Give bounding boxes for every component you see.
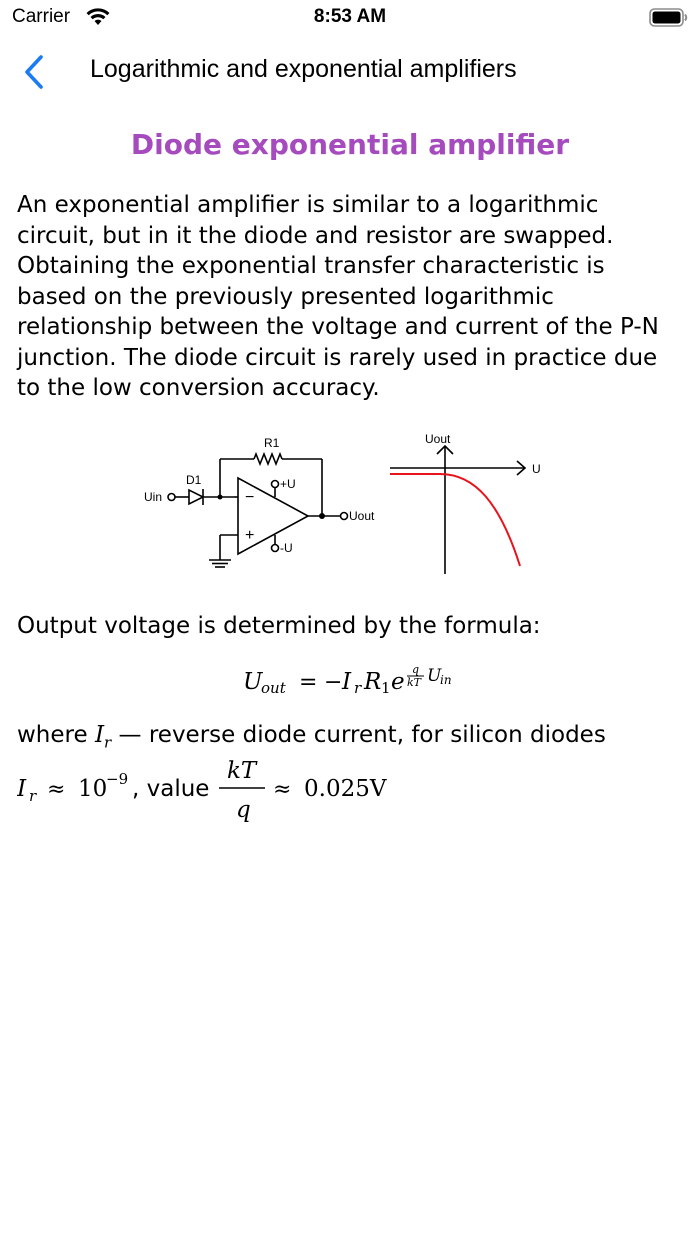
navigation-bar: Logarithmic and exponential amplifiers [0, 36, 700, 108]
where-prefix: where [17, 722, 95, 748]
exponential-amplifier-diagram: R1 D1 Uin +U -U Uout − + Uout Uin [144, 432, 540, 574]
r1-label: R1 [264, 436, 280, 450]
intro-line: junction. The diode circuit is rarely us… [17, 344, 658, 371]
plus-supply-terminal [270, 479, 280, 489]
formula-frac-num: q [412, 663, 419, 676]
where-suffix: — reverse diode current, for silicon dio… [111, 722, 606, 748]
formula-r: R [363, 669, 381, 695]
formula-intro-text: Output voltage is determined by the form… [17, 613, 541, 639]
formula-u: U [243, 669, 264, 695]
graph-y-axis-label: Uout [425, 432, 451, 446]
formula-i-sub: r [354, 679, 362, 697]
value-comma-text: , value [132, 776, 209, 802]
value-frac-num: kT [227, 758, 258, 784]
intro-line: Obtaining the exponential transfer chara… [17, 253, 605, 279]
where-i-sub: r [104, 733, 112, 752]
value-i: I [17, 776, 27, 802]
uin-terminal [167, 492, 176, 502]
formula-e: e [391, 669, 405, 695]
exponential-curve [390, 473, 521, 567]
intro-line: relationship between the voltage and cur… [17, 314, 659, 340]
intro-line: An exponential amplifier is similar to a… [17, 192, 599, 218]
uout-terminal [339, 511, 349, 521]
formula-exp-sub: in [440, 673, 452, 687]
intro-line: to the low conversion accuracy. [17, 375, 380, 401]
intro-paragraph: An exponential amplifier is similar to a… [17, 190, 687, 404]
formula-r-sub: 1 [381, 679, 391, 697]
inverting-input-sign: − [245, 489, 254, 506]
value-approx-1: ≈ [47, 777, 65, 802]
where-line: where Ir — reverse diode current, for si… [17, 722, 606, 752]
status-time: 8:53 AM [313, 6, 387, 27]
value-frac-den: q [236, 797, 251, 823]
uout-label: Uout [349, 509, 375, 523]
formula-u-sub: out [261, 679, 287, 697]
carrier-label: Carrier [12, 6, 71, 27]
formula-i: I [341, 669, 352, 695]
chevron-left-icon [25, 55, 43, 89]
value-i-sub: r [29, 787, 37, 805]
value-ten: 10 [78, 776, 107, 802]
plus-supply-label: +U [280, 477, 296, 491]
intro-line: based on the previously presented logari… [17, 283, 554, 310]
minus-supply-terminal [270, 543, 280, 553]
formula-frac-den: kT [407, 676, 423, 689]
battery-icon [649, 8, 689, 32]
status-bar: Carrier 8:53 AM [0, 0, 700, 36]
formula-uout: U out = − I r R 1 e q kT U in [243, 663, 452, 697]
formula-exp-u: U [427, 666, 442, 686]
ground-symbol [209, 559, 231, 568]
value-result: 0.025V [304, 776, 387, 802]
uin-label: Uin [144, 490, 162, 504]
value-formula: I r ≈ 10 −9 , value kT q ≈ 0.025V [17, 758, 387, 823]
section-title: Diode exponential amplifier [130, 128, 570, 161]
formula-minus: − [324, 670, 342, 695]
page-title: Logarithmic and exponential amplifiers [90, 55, 517, 83]
wifi-icon [86, 6, 110, 30]
where-i: I [94, 722, 105, 748]
minus-supply-label: -U [280, 541, 293, 555]
formula-equals: = [299, 670, 317, 695]
d1-label: D1 [186, 473, 202, 487]
resistor-r1-symbol [253, 451, 283, 467]
value-exponent: −9 [106, 770, 128, 788]
value-approx-2: ≈ [273, 777, 291, 802]
diode-d1-symbol [188, 488, 205, 506]
noninverting-input-sign: + [245, 527, 254, 544]
intro-line: circuit, but in it the diode and resisto… [17, 222, 614, 249]
op-amp-symbol [237, 476, 310, 556]
back-button[interactable] [14, 52, 54, 92]
graph-x-axis-label: Uin [532, 462, 540, 476]
